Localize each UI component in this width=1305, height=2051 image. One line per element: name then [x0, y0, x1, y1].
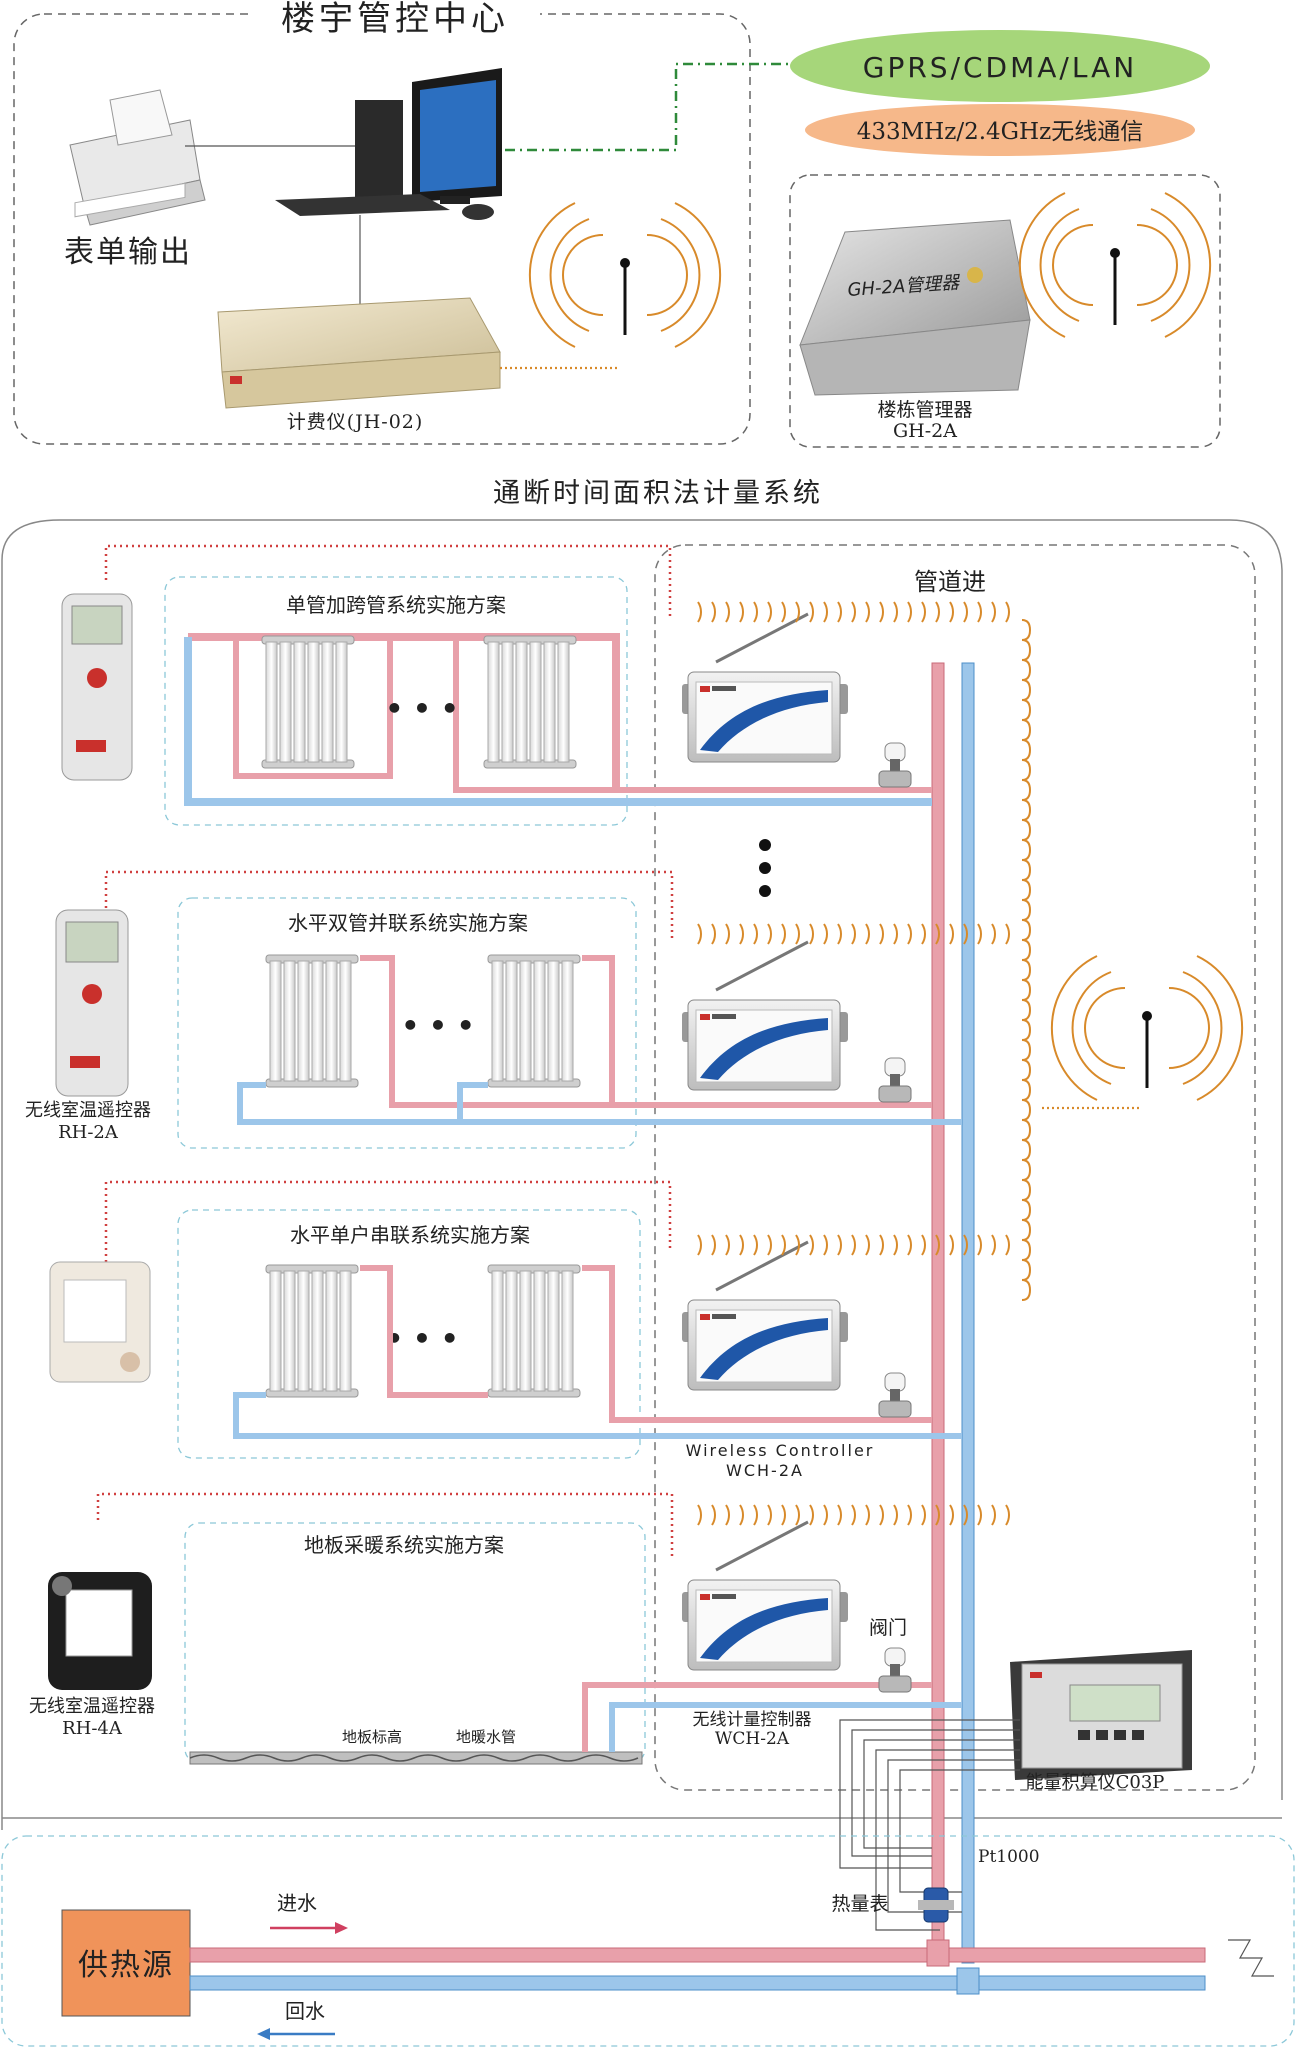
scheme-title: 水平单户串联系统实施方案: [290, 1223, 530, 1247]
scheme-horizontal-series: 水平单户串联系统实施方案 • • • Wireless Controller W…: [49, 1180, 962, 1480]
svg-text:433MHz/2.4GHz无线通信: 433MHz/2.4GHz无线通信: [857, 119, 1144, 145]
remote-rh2a-device: [55, 909, 129, 1097]
svg-text:• • •: • • •: [401, 1009, 474, 1042]
energy-calculator-device: [1010, 1650, 1192, 1780]
control-center-title: 楼宇管控中心: [281, 0, 509, 39]
valve-icon: [878, 1372, 912, 1418]
valve-icon: [878, 1647, 912, 1693]
supply-riser: [931, 662, 945, 1964]
manager-antenna-icon: [1018, 191, 1212, 339]
network-link: [505, 62, 790, 152]
system-title: 通断时间面积法计量系统: [493, 478, 823, 509]
building-manager-device: GH-2A管理器: [799, 219, 1031, 396]
wireless-controller-device: [680, 612, 850, 764]
wireless-metering-controller-device: [680, 1520, 850, 1672]
metering-controller-label: 无线计量控制器: [693, 1710, 812, 1730]
heat-meter-device: [918, 1887, 954, 1923]
svg-text:GPRS/CDMA/LAN: GPRS/CDMA/LAN: [863, 51, 1137, 84]
more-floors-dots: [759, 839, 771, 897]
heat-source-region: [1, 1835, 1295, 2047]
radiator-icon: [265, 954, 359, 1088]
wave-row-2: [697, 923, 1010, 945]
remote-rh4a-model: RH-4A: [62, 1718, 123, 1739]
remote-rh2a-device: [61, 593, 133, 781]
scheme-title: 单管加跨管系统实施方案: [286, 593, 506, 617]
pipe-in-label: 管道进: [914, 568, 986, 596]
heat-meter-label: 热量表: [831, 1893, 888, 1915]
supply-main-pipe: [189, 1947, 1206, 1963]
remote-rh4a-device: [48, 1572, 152, 1690]
billing-meter-device: [217, 297, 501, 409]
svg-text:• • •: • • •: [385, 692, 458, 725]
wireless-controller-model: WCH-2A: [726, 1461, 804, 1480]
valve-label: 阀门: [869, 1617, 907, 1639]
computer-icon: [275, 68, 502, 220]
radiator-icon: [487, 954, 581, 1088]
building-manager-panel: GH-2A管理器 楼栋管理器 GH-2A: [789, 174, 1221, 448]
return-main-pipe: [189, 1975, 1206, 1991]
scheme-floor-heating: 地板采暖系统实施方案 地板标高 地暖水管 无线室温遥控器 RH-4A 阀门 无线…: [29, 1492, 962, 1765]
radiator-icon: [487, 1264, 581, 1398]
water-return-label: 回水: [285, 1999, 325, 2023]
control-center-panel: 楼宇管控中心 表单输出 计费仪(JH-02): [13, 0, 790, 445]
pipe-shaft-region: [654, 544, 1256, 1791]
remote-rh4a-label: 无线室温遥控器: [29, 1696, 155, 1717]
building-manager-model: GH-2A: [893, 420, 957, 442]
wave-row-1: [697, 601, 1010, 623]
radiator-icon: [265, 1264, 359, 1398]
heat-source-box: [61, 1909, 191, 2017]
heat-source-label: 供热源: [78, 1948, 174, 1983]
scheme-horizontal-double-pipe: 水平双管并联系统实施方案 • • • 无线室温遥控器 RH-2A: [25, 870, 962, 1149]
building-antenna-icon: [1050, 954, 1244, 1102]
building-outline: [1, 519, 1283, 1830]
scheme-title: 地板采暖系统实施方案: [304, 1533, 504, 1557]
radiator-icon: [483, 635, 577, 769]
wall-thermostat-device: [49, 1261, 151, 1383]
pt1000-label: Pt1000: [978, 1847, 1040, 1867]
printer-icon: [69, 89, 206, 226]
valve-icon: [878, 742, 912, 788]
scheme-single-pipe-bypass: 单管加跨管系统实施方案 • • •: [61, 544, 932, 826]
floor-level-label: 地板标高: [342, 1728, 402, 1746]
water-return-arrow: [257, 2028, 335, 2040]
building-manager-label: 楼栋管理器: [877, 399, 972, 421]
svg-text:• • •: • • •: [385, 1322, 458, 1355]
metering-controller-model: WCH-2A: [715, 1729, 790, 1749]
return-riser: [961, 662, 975, 1964]
printer-label: 表单输出: [64, 235, 192, 270]
valve-icon: [878, 1057, 912, 1103]
billing-meter-label: 计费仪(JH-02): [287, 411, 424, 433]
wireless-controller-label: Wireless Controller: [686, 1441, 875, 1460]
antenna-icon: [528, 201, 722, 349]
water-in-arrow: [270, 1922, 348, 1934]
radiator-icon: [261, 635, 355, 769]
riser-wave-column: [1021, 619, 1032, 1301]
remote-rh2a-model: RH-2A: [58, 1122, 119, 1143]
scheme-title: 水平双管并联系统实施方案: [288, 911, 528, 935]
wireless-network-badge: 433MHz/2.4GHz无线通信: [805, 104, 1195, 156]
gprs-network-badge: GPRS/CDMA/LAN: [790, 30, 1210, 102]
remote-rh2a-label: 无线室温遥控器: [25, 1100, 151, 1121]
pipe-break-symbol: [1228, 1939, 1274, 1977]
wave-row-4: [697, 1504, 1010, 1526]
energy-calculator-label: 能量积算仪C03P: [1026, 1772, 1165, 1793]
wave-row-3: [697, 1234, 1010, 1256]
wireless-controller-device: [680, 1240, 850, 1392]
floor-pipe-label: 地暖水管: [456, 1728, 516, 1746]
water-in-label: 进水: [277, 1891, 317, 1915]
wireless-controller-device: [680, 940, 850, 1092]
